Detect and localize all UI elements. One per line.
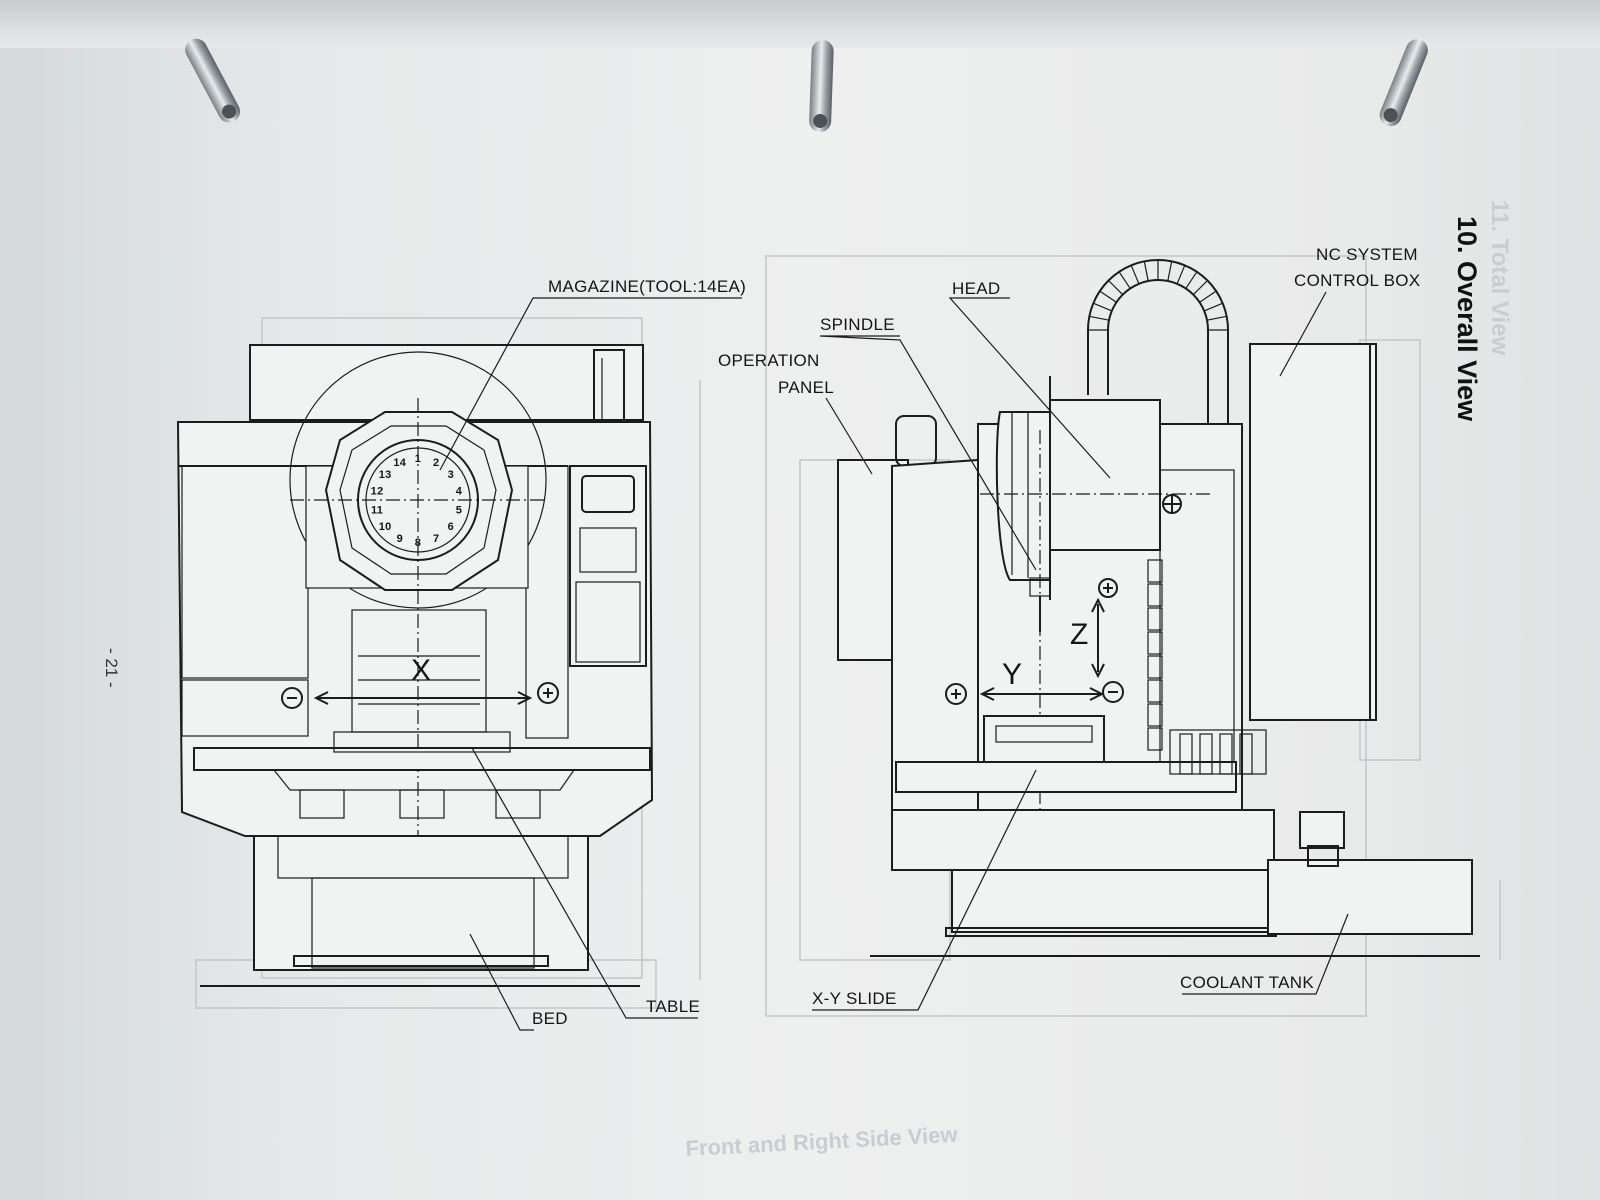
axis-z-label: Z: [1070, 618, 1089, 651]
magazine-number: 3: [448, 469, 454, 481]
cable-carrier-link: [1203, 302, 1223, 312]
label-nc-system-line1: NC SYSTEM: [1316, 245, 1418, 264]
label-table: TABLE: [646, 997, 700, 1016]
label-xy-slide: X-Y SLIDE: [812, 989, 897, 1008]
side-view: Z Y: [837, 259, 1480, 957]
column-step-block: [1147, 559, 1163, 583]
column-step-block: [1147, 727, 1163, 751]
column-step-block: [1147, 583, 1163, 607]
magazine-number: 10: [379, 521, 392, 533]
label-operation-panel-line2: PANEL: [778, 378, 834, 397]
magazine-number: 13: [379, 469, 392, 481]
bleed-through-caption: Front and Right Side View: [685, 1122, 959, 1161]
cable-carrier-link: [1206, 315, 1227, 321]
label-spindle: SPINDLE: [820, 315, 895, 334]
axis-x-label: X: [411, 654, 431, 687]
magazine-number: 11: [371, 504, 383, 516]
cable-carrier-link: [1130, 265, 1140, 285]
label-coolant-tank: COOLANT TANK: [1180, 973, 1314, 992]
label-bed: BED: [532, 1009, 568, 1028]
label-head: HEAD: [952, 279, 1000, 298]
cable-carrier-link: [1199, 290, 1217, 303]
magazine-number: 6: [448, 521, 454, 533]
column-step-block: [1147, 655, 1163, 679]
cable-carrier-link: [1118, 271, 1131, 289]
cable-carrier-link: [1176, 265, 1186, 285]
cable-carrier-link: [1099, 290, 1117, 303]
section-title: 10. Overall View: [1452, 216, 1482, 422]
label-operation-panel-line1: OPERATION: [718, 351, 820, 370]
column-step-block: [1147, 631, 1163, 655]
magazine-number: 5: [456, 504, 462, 516]
magazine-number: 12: [371, 486, 384, 498]
cable-carrier-link: [1093, 302, 1113, 312]
column-step-block: [1147, 607, 1163, 631]
cable-carrier-link: [1167, 261, 1173, 282]
cable-carrier-link: [1185, 271, 1198, 289]
column-step-block: [1147, 703, 1163, 727]
magazine-number: 7: [433, 533, 439, 545]
magazine-number: 4: [456, 486, 463, 498]
cable-carrier-link: [1089, 315, 1110, 321]
bleed-through-title: 11. Total View: [1486, 200, 1513, 356]
magazine-number: 14: [393, 457, 406, 469]
magazine-number: 2: [433, 457, 439, 469]
label-magazine: MAGAZINE(TOOL:14EA): [548, 277, 746, 296]
cable-carrier-link: [1108, 280, 1124, 296]
column-step-block: [1147, 679, 1163, 703]
cable-carrier-link: [1143, 261, 1149, 282]
page-number: - 21 -: [102, 648, 121, 688]
label-nc-system-line2: CONTROL BOX: [1294, 271, 1420, 290]
magazine-number: 9: [397, 533, 403, 545]
cable-carrier-link: [1192, 280, 1208, 296]
leader-lines: [439, 291, 1349, 1031]
axis-y-label: Y: [1002, 658, 1022, 691]
